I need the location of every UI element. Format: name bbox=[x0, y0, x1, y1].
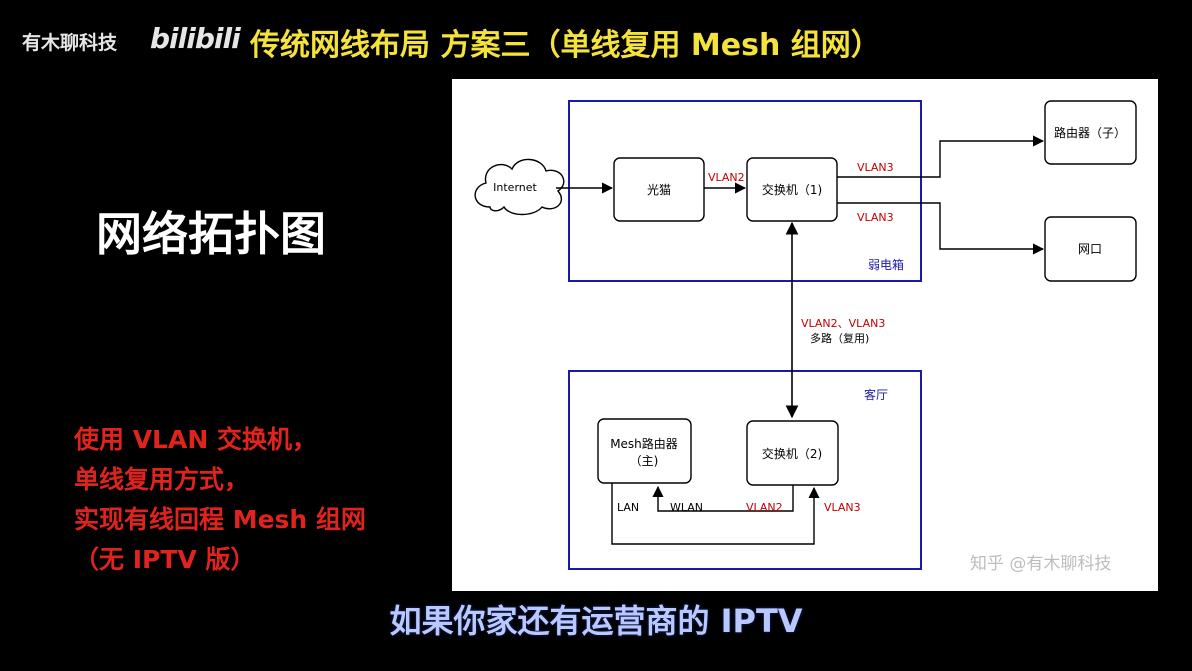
description-block: 使用 VLAN 交换机， 单线复用方式， 实现有线回程 Mesh 组网 （无 I… bbox=[74, 420, 366, 580]
living-room-box bbox=[568, 370, 922, 570]
edge-switch1-port bbox=[837, 202, 1045, 255]
wlan-label: WLAN bbox=[670, 501, 703, 514]
page-title: 传统网线布局 方案三（单线复用 Mesh 组网） bbox=[250, 28, 881, 63]
zhihu-watermark: 知乎 @有木聊科技 bbox=[970, 554, 1111, 574]
switch1-node bbox=[746, 157, 838, 222]
description-line-2: 单线复用方式， bbox=[74, 465, 250, 494]
internet-label: Internet bbox=[493, 181, 537, 194]
vlan3-top-label: VLAN3 bbox=[857, 161, 894, 174]
weak-current-box-label: 弱电箱 bbox=[868, 257, 904, 272]
video-subtitle: 如果你家还有运营商的 IPTV bbox=[389, 602, 803, 640]
trunk-label-2: 多路（复用) bbox=[810, 331, 869, 345]
lan-label: LAN bbox=[617, 501, 639, 514]
description-line-1: 使用 VLAN 交换机， bbox=[74, 425, 317, 454]
modem-label: 光猫 bbox=[647, 183, 671, 197]
mesh-router-label-1: Mesh路由器 bbox=[610, 436, 678, 451]
brand-name: 有木聊科技 bbox=[22, 32, 118, 54]
edge-switch2-mesh-vlan2 bbox=[652, 485, 794, 512]
diagram-panel: 弱电箱 客厅 Internet 光猫 交换机（1) 路由器（子） 网口 Mesh… bbox=[452, 79, 1158, 591]
internet-cloud: Internet bbox=[474, 158, 565, 216]
weak-current-box bbox=[568, 100, 922, 282]
edge-mesh-switch2-vlan3 bbox=[611, 483, 820, 545]
port-node bbox=[1044, 216, 1137, 282]
description-line-4: （无 IPTV 版） bbox=[74, 545, 256, 574]
living-room-label: 客厅 bbox=[864, 387, 888, 402]
mesh-router-node bbox=[597, 418, 692, 484]
child-router-label: 路由器（子） bbox=[1054, 125, 1126, 140]
description-line-3: 实现有线回程 Mesh 组网 bbox=[74, 505, 366, 534]
child-router-node bbox=[1044, 100, 1137, 165]
vlan3-right-label: VLAN3 bbox=[824, 501, 861, 514]
edge-switch1-router bbox=[837, 135, 1045, 178]
topology-title: 网络拓扑图 bbox=[96, 207, 326, 261]
bilibili-logo: bilibili bbox=[150, 22, 241, 55]
network-diagram: 弱电箱 客厅 Internet 光猫 交换机（1) 路由器（子） 网口 Mesh… bbox=[474, 100, 1137, 574]
modem-node bbox=[613, 157, 705, 222]
vlan2-modem-label: VLAN2 bbox=[708, 171, 745, 184]
port-label: 网口 bbox=[1078, 242, 1102, 256]
vlan2-bottom-label: VLAN2 bbox=[746, 501, 783, 514]
vlan3-bottom-label: VLAN3 bbox=[857, 211, 894, 224]
switch2-label: 交换机（2) bbox=[762, 446, 822, 461]
switch1-label: 交换机（1) bbox=[762, 182, 822, 197]
mesh-router-label-2: （主) bbox=[630, 454, 659, 468]
trunk-label-1: VLAN2、VLAN3 bbox=[801, 317, 885, 330]
